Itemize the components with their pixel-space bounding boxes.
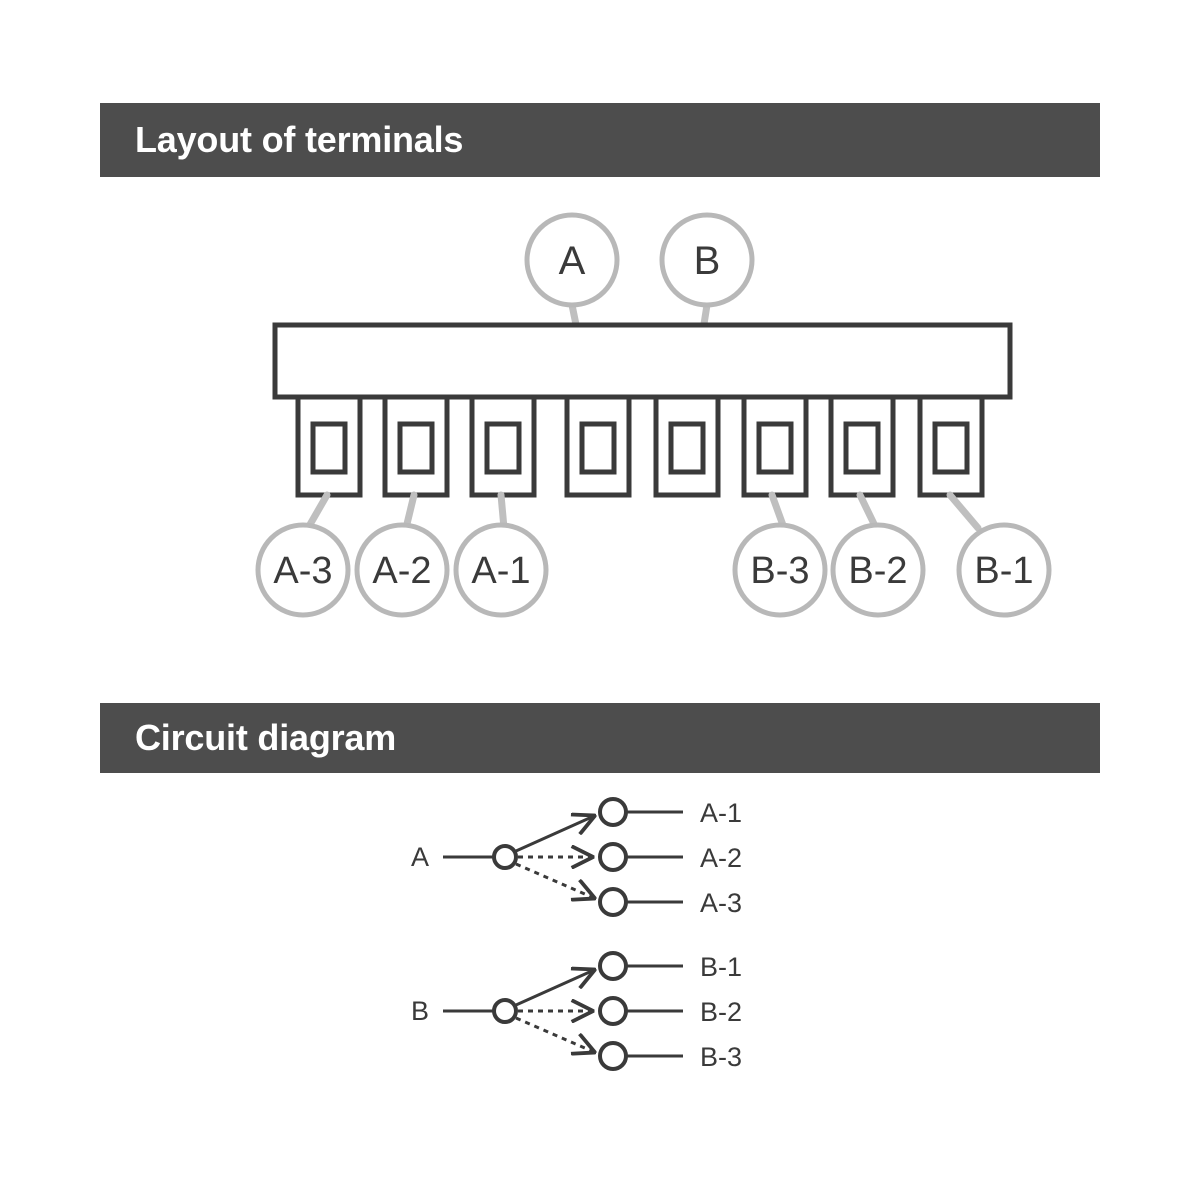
callout-label-a-1: A-1 — [471, 550, 530, 592]
terminal-pin-2 — [382, 394, 450, 498]
callout-label-a: A — [559, 239, 586, 283]
callout-bubble-b: B — [659, 212, 755, 308]
circuit-common-node-b — [492, 998, 518, 1024]
circuit-terminal-node-a-2 — [598, 842, 628, 872]
section-title-circuit-diagram: Circuit diagram — [135, 717, 397, 758]
circuit-contact-line-a-1 — [515, 816, 594, 853]
circuit-terminal-node-a-3 — [598, 887, 628, 917]
terminal-pin-3 — [469, 394, 537, 498]
leader-line-callout-b-2 — [856, 491, 880, 532]
callout-label-a-2: A-2 — [372, 550, 431, 592]
section-header-layout-of-terminals: Layout of terminals — [100, 103, 1100, 177]
circuit-contact-line-a-3 — [515, 862, 594, 898]
circuit-group-a: A A-1 A-2 A-3 — [411, 797, 742, 918]
circuit-output-label-b-3: B-3 — [700, 1042, 742, 1072]
leader-line-callout-b-1 — [946, 491, 982, 532]
leader-line-callout-a-1 — [497, 491, 508, 532]
leader-line-callout-b-3 — [768, 491, 788, 532]
terminal-pin-5 — [653, 394, 721, 498]
circuit-input-label-b: B — [411, 996, 429, 1026]
terminal-block-body — [272, 322, 1013, 400]
callout-bubble-a-3: A-3 — [255, 522, 351, 618]
leader-line-callout-a-2 — [402, 491, 418, 532]
section-title-layout-of-terminals: Layout of terminals — [135, 119, 464, 160]
circuit-terminal-node-b-2 — [598, 996, 628, 1026]
callout-bubble-a: A — [524, 212, 620, 308]
callout-bubble-b-3: B-3 — [732, 522, 828, 618]
callout-label-b-1: B-1 — [974, 550, 1033, 592]
section-header-circuit-diagram: Circuit diagram — [100, 703, 1100, 773]
leader-line-callout-a-3 — [304, 491, 331, 532]
callout-label-b-2: B-2 — [848, 550, 907, 592]
callout-label-b-3: B-3 — [750, 550, 809, 592]
circuit-group-b: B B-1 B-2 B-3 — [411, 951, 742, 1072]
callout-bubble-b-1: B-1 — [956, 522, 1052, 618]
circuit-contact-line-b-3 — [515, 1016, 594, 1052]
terminal-pin-7 — [828, 394, 896, 498]
circuit-terminal-node-b-1 — [598, 951, 628, 981]
terminal-pin-4 — [564, 394, 632, 498]
callout-bubble-a-2: A-2 — [354, 522, 450, 618]
circuit-input-label-a: A — [411, 842, 429, 872]
circuit-output-label-b-1: B-1 — [700, 952, 742, 982]
callout-label-a-3: A-3 — [273, 550, 332, 592]
circuit-common-node-a — [492, 844, 518, 870]
circuit-contact-line-b-1 — [515, 970, 594, 1007]
circuit-terminal-node-a-1 — [598, 797, 628, 827]
callout-label-b: B — [694, 239, 721, 283]
callout-bubble-a-1: A-1 — [453, 522, 549, 618]
circuit-output-label-a-3: A-3 — [700, 888, 742, 918]
circuit-terminal-node-b-3 — [598, 1041, 628, 1071]
callout-bubble-b-2: B-2 — [830, 522, 926, 618]
circuit-output-label-a-1: A-1 — [700, 798, 742, 828]
circuit-output-label-a-2: A-2 — [700, 843, 742, 873]
circuit-output-label-b-2: B-2 — [700, 997, 742, 1027]
